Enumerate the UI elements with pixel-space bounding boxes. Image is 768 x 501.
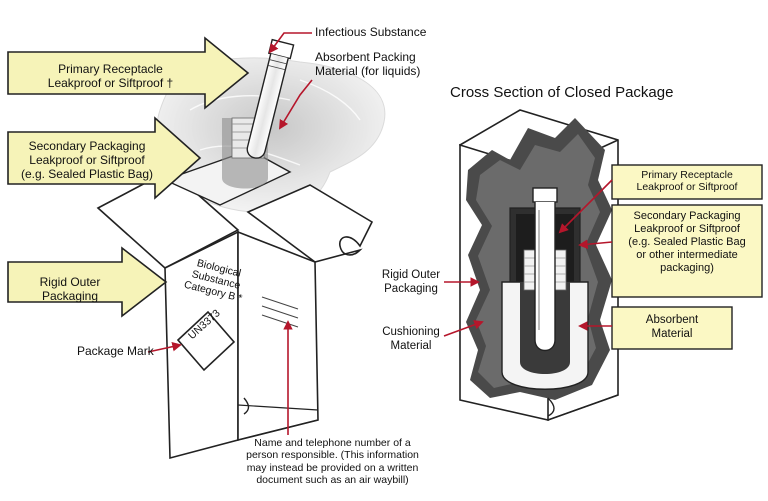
box-flap-right bbox=[246, 184, 374, 263]
arrow-rigid-outer bbox=[7, 246, 168, 318]
label-absorbent-packing: Absorbent Packing Material (for liquids) bbox=[315, 50, 455, 78]
label-right-absorbent: Absorbent Material bbox=[612, 314, 732, 341]
label-secondary-packaging: Secondary Packaging Leakproof or Siftpro… bbox=[12, 139, 162, 181]
primary-receptacle-tube bbox=[246, 38, 295, 159]
cross-section-title: Cross Section of Closed Package bbox=[450, 84, 674, 101]
label-right-cushioning: Cushioning Material bbox=[376, 326, 446, 353]
arrow-primary-receptacle bbox=[7, 36, 250, 110]
label-line: Secondary Packaging bbox=[28, 139, 146, 153]
label-line: Name and telephone number of a bbox=[254, 437, 411, 449]
label-line: may instead be provided on a written bbox=[246, 461, 419, 474]
label-line: or other intermediate bbox=[636, 248, 738, 261]
label-line: document such as an air waybill) bbox=[256, 474, 409, 487]
cross-section-tube bbox=[532, 187, 558, 352]
label-right-secondary: Secondary Packaging Leakproof or Siftpro… bbox=[612, 210, 762, 275]
right-cross-section-illustration bbox=[443, 109, 763, 422]
label-package-mark: Package Mark bbox=[77, 344, 154, 358]
label-line: Leakproof or Siftproof bbox=[634, 222, 740, 235]
label-line: Leakproof or Siftproof † bbox=[47, 76, 174, 91]
label-line: Rigid Outer bbox=[381, 269, 441, 281]
label-line: packaging) bbox=[660, 261, 714, 274]
label-line: Leakproof or Siftproof bbox=[636, 181, 738, 194]
label-infectious-substance: Infectious Substance bbox=[315, 25, 427, 39]
label-line: Primary Receptacle bbox=[58, 62, 163, 76]
label-line: Absorbent Packing bbox=[315, 50, 416, 64]
label-line: (e.g. Sealed Plastic Bag bbox=[628, 235, 746, 248]
label-line: Secondary Packaging bbox=[633, 210, 741, 222]
label-line: Absorbent bbox=[645, 314, 699, 326]
box-secondary-packaging bbox=[611, 204, 763, 298]
left-package-illustration bbox=[7, 32, 386, 460]
label-right-primary: Primary Receptacle Leakproof or Siftproo… bbox=[612, 169, 762, 194]
label-line: Rigid Outer Packaging bbox=[39, 275, 101, 304]
label-line: Leakproof or Siftproof bbox=[29, 153, 145, 168]
label-line: (e.g. Sealed Plastic Bag) bbox=[20, 167, 154, 182]
un3373-diamond bbox=[176, 310, 236, 372]
label-line: Material (for liquids) bbox=[315, 64, 421, 79]
box-primary-receptacle bbox=[611, 164, 763, 200]
label-rigid-outer-packaging: Rigid Outer Packaging bbox=[10, 275, 130, 303]
label-line: Material bbox=[390, 339, 432, 352]
label-primary-receptacle: Primary Receptacle Leakproof or Siftproo… bbox=[18, 62, 203, 90]
label-line: person responsible. (This information bbox=[246, 449, 419, 462]
arrow-secondary-packaging bbox=[7, 116, 202, 200]
label-right-rigid: Rigid Outer Packaging bbox=[376, 269, 446, 296]
label-line: Primary Receptacle bbox=[641, 169, 733, 181]
label-line: Packaging bbox=[384, 282, 438, 295]
label-line: Material bbox=[651, 327, 693, 340]
box-absorbent-material bbox=[611, 306, 733, 350]
label-line: Cushioning bbox=[382, 326, 440, 338]
label-person-responsible: Name and telephone number of a person re… bbox=[225, 437, 440, 487]
